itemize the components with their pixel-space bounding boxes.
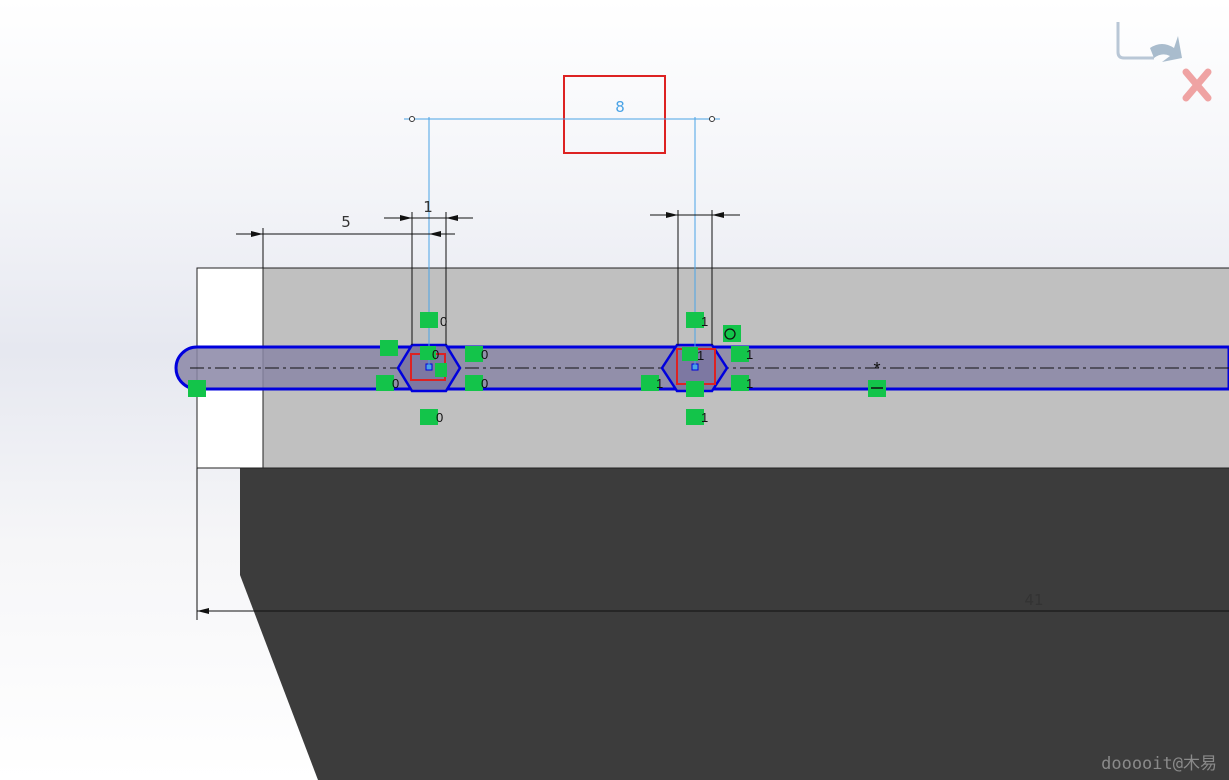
- svg-text:1: 1: [656, 376, 663, 391]
- watermark: dooooit@木易: [1101, 754, 1217, 774]
- relation-icon[interactable]: [420, 346, 436, 360]
- svg-text:1: 1: [701, 410, 708, 425]
- slot-end-relation-icon[interactable]: [188, 380, 206, 397]
- svg-text:1: 1: [746, 347, 753, 362]
- part-body-dark-face: [240, 468, 1229, 780]
- relation-icon[interactable]: [376, 375, 394, 391]
- relation-icon[interactable]: [420, 409, 438, 425]
- confirmation-corner[interactable]: [1112, 18, 1222, 108]
- midpoint-marker-icon: *: [873, 359, 880, 379]
- dimension-1[interactable]: 1: [384, 198, 473, 345]
- svg-text:0: 0: [436, 410, 443, 425]
- relation-icon[interactable]: [686, 381, 704, 397]
- svg-text:1: 1: [701, 314, 708, 329]
- relation-icon[interactable]: [682, 347, 698, 361]
- cancel-x-icon[interactable]: [1182, 68, 1212, 102]
- relation-markers-left[interactable]: 0 0 0 0 0 0: [376, 312, 488, 425]
- relation-icon[interactable]: [686, 312, 704, 328]
- relation-icon[interactable]: [465, 346, 483, 362]
- relation-icon[interactable]: [420, 312, 438, 328]
- dimension-41-text[interactable]: 41: [1024, 591, 1043, 609]
- svg-text:0: 0: [392, 376, 399, 391]
- svg-text:1: 1: [746, 376, 753, 391]
- dimension-1-text[interactable]: 1: [423, 198, 433, 216]
- svg-text:0: 0: [481, 347, 488, 362]
- highlight-box-dimension: [563, 75, 666, 154]
- svg-text:1: 1: [697, 348, 704, 363]
- svg-text:0: 0: [440, 314, 447, 329]
- relation-icon[interactable]: [641, 375, 659, 391]
- relation-icon[interactable]: [435, 363, 447, 377]
- relation-icon[interactable]: [731, 375, 749, 391]
- tangent-relation-icon[interactable]: [723, 325, 741, 342]
- relation-icon[interactable]: [380, 340, 398, 356]
- dimension-8-text[interactable]: 8: [615, 98, 625, 116]
- relation-icon[interactable]: [731, 346, 749, 362]
- dimension-5-text[interactable]: 5: [341, 213, 351, 231]
- relation-markers-right[interactable]: 1 1 1 1 1 1: [641, 312, 753, 425]
- relation-icon[interactable]: [686, 409, 704, 425]
- svg-text:0: 0: [432, 347, 439, 362]
- confirm-corner-icon[interactable]: [1116, 22, 1182, 62]
- dimension-right-hex-width[interactable]: [650, 210, 740, 345]
- dimension-5[interactable]: 5: [236, 213, 455, 268]
- dimension-41[interactable]: 41: [196, 468, 1229, 620]
- svg-text:0: 0: [481, 376, 488, 391]
- relation-icon[interactable]: [465, 375, 483, 391]
